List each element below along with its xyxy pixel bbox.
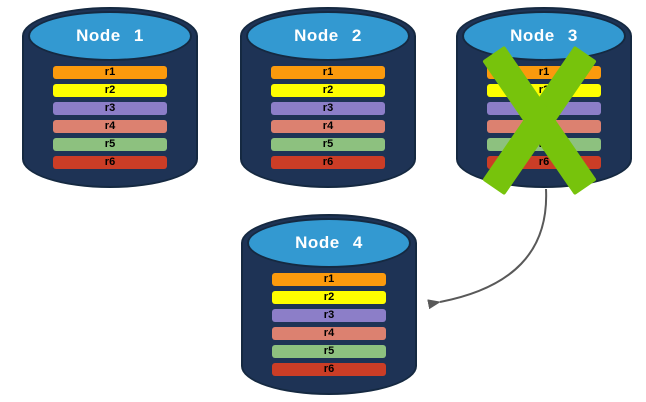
node-label: Node 2: [294, 26, 362, 45]
node-1: Node 1 r1 r2 r3 r4 r5 r6: [22, 7, 198, 188]
node-4: Node 4 r1 r2 r3 r4 r5 r6: [241, 214, 417, 395]
replica-row: r5: [271, 138, 385, 151]
cylinder-top: Node 2: [246, 11, 410, 61]
replica-row: r5: [53, 138, 167, 151]
replica-row: r6: [271, 156, 385, 169]
replica-row: r3: [53, 102, 167, 115]
replica-row: r5: [272, 345, 386, 358]
replica-row: r3: [272, 309, 386, 322]
cylinder-top: Node 4: [247, 218, 411, 268]
replica-row: r4: [272, 327, 386, 340]
node-label: Node 3: [510, 26, 578, 45]
replica-row: r2: [53, 84, 167, 97]
node-label: Node 1: [76, 26, 144, 45]
replica-rows: r1 r2 r3 r4 r5 r6: [53, 66, 167, 174]
replica-row: r6: [272, 363, 386, 376]
replica-row: r4: [271, 120, 385, 133]
replica-row: r6: [53, 156, 167, 169]
node-2: Node 2 r1 r2 r3 r4 r5 r6: [240, 7, 416, 188]
replica-row: r2: [271, 84, 385, 97]
replica-row: r2: [272, 291, 386, 304]
node-label: Node 4: [295, 233, 363, 252]
cylinder-top: Node 1: [28, 11, 192, 61]
replica-rows: r1 r2 r3 r4 r5 r6: [272, 273, 386, 381]
cylinder-top: Node 3: [462, 11, 626, 61]
replica-row: r1: [271, 66, 385, 79]
replica-rows: r1 r2 r3 r4 r5 r6: [271, 66, 385, 174]
replica-row: r1: [272, 273, 386, 286]
replica-row: r4: [53, 120, 167, 133]
replica-row: r1: [53, 66, 167, 79]
failure-x-icon: [481, 45, 597, 195]
replica-row: r3: [271, 102, 385, 115]
